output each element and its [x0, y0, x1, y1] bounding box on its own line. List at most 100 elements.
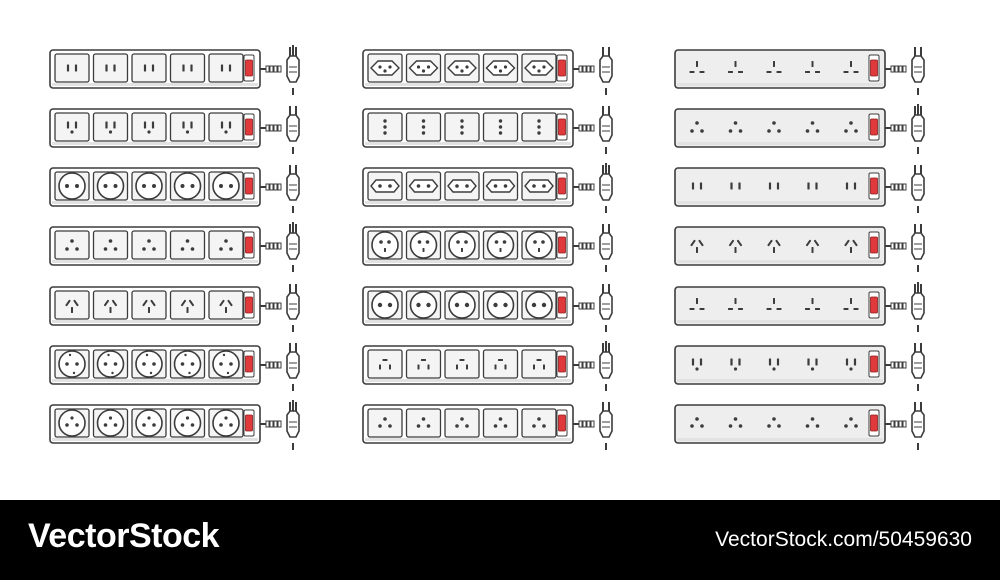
outlet-socket — [173, 350, 202, 378]
outlet-socket — [421, 119, 426, 135]
outlet-socket — [182, 64, 193, 72]
plug-icon — [573, 224, 613, 272]
outlet-socket — [805, 61, 820, 73]
outlet-socket — [689, 61, 705, 73]
power-strip-c3-r5 — [674, 282, 925, 332]
plug-icon — [885, 343, 925, 391]
power-switch — [870, 414, 878, 432]
outlet-socket — [173, 172, 202, 200]
outlet-socket — [416, 417, 431, 428]
outlet-socket — [173, 409, 202, 437]
outlet-socket — [135, 172, 163, 200]
outlet-socket — [378, 417, 392, 428]
power-strip-c2-r1 — [362, 47, 613, 95]
power-switch — [245, 59, 253, 77]
brand-logo-text: VectorStock — [28, 517, 220, 555]
power-strip-c3-r3 — [674, 165, 925, 213]
outlet-socket — [767, 121, 781, 133]
outlet-socket — [456, 359, 468, 370]
outlet-socket — [768, 358, 780, 371]
outlet-socket — [65, 239, 79, 251]
outlet-socket — [690, 121, 704, 133]
outlet-socket — [135, 409, 163, 437]
outlet-socket — [485, 60, 516, 76]
outlet-socket — [525, 291, 553, 319]
power-strip-c2-r5 — [362, 284, 613, 332]
outlet-socket — [383, 119, 387, 135]
outlet-socket — [767, 239, 781, 253]
outlet-socket — [96, 350, 125, 378]
outlet-socket — [58, 350, 86, 378]
outlet-socket — [96, 409, 125, 437]
outlet-socket — [447, 179, 477, 193]
outlet-socket — [219, 239, 233, 251]
plug-icon — [260, 284, 300, 332]
outlet-socket — [142, 299, 156, 313]
plug-icon — [573, 284, 613, 332]
power-switch — [558, 296, 566, 314]
power-strip-c2-r6 — [362, 341, 613, 391]
outlet-socket — [460, 119, 464, 135]
outlet-socket — [845, 182, 857, 190]
outlet-socket — [379, 359, 391, 370]
plug-icon — [260, 222, 300, 272]
plug-icon — [885, 104, 925, 154]
outlet-socket — [728, 417, 743, 428]
plug-icon — [573, 402, 613, 450]
power-switch — [245, 118, 253, 136]
power-strips-illustration — [49, 45, 925, 450]
power-switch — [870, 296, 878, 314]
outlet-socket — [448, 291, 476, 319]
outlet-socket — [486, 291, 515, 319]
power-switch — [870, 118, 878, 136]
power-strip-c2-r3 — [362, 163, 613, 213]
outlet-socket — [408, 179, 439, 193]
outlet-socket — [845, 358, 857, 371]
outlet-socket — [805, 417, 820, 428]
outlet-socket — [220, 64, 232, 72]
outlet-socket — [142, 239, 156, 251]
outlet-socket — [498, 119, 503, 135]
power-strip-c3-r4 — [674, 224, 925, 272]
outlet-socket — [728, 298, 743, 310]
outlet-socket — [220, 121, 232, 134]
outlet-socket — [212, 409, 240, 437]
outlet-socket — [537, 119, 541, 135]
outlet-socket — [805, 121, 820, 133]
outlet-socket — [768, 182, 780, 190]
outlet-socket — [807, 182, 818, 190]
power-switch — [870, 236, 878, 254]
plug-icon — [260, 400, 300, 450]
plug-icon — [885, 224, 925, 272]
outlet-socket — [689, 298, 705, 310]
outlet-socket — [805, 298, 820, 310]
outlet-socket — [691, 182, 703, 190]
power-switch — [870, 355, 878, 373]
outlet-socket — [690, 417, 704, 428]
outlet-socket — [690, 239, 704, 253]
outlet-socket — [143, 64, 155, 72]
outlet-socket — [533, 359, 545, 370]
power-strip-c2-r7 — [362, 402, 613, 450]
power-strip-c3-r6 — [674, 343, 925, 391]
outlet-socket — [730, 358, 741, 371]
outlet-socket — [66, 64, 78, 72]
outlet-socket — [525, 231, 553, 259]
power-switch — [558, 355, 566, 373]
outlet-socket — [494, 359, 507, 370]
outlet-socket — [766, 61, 782, 73]
outlet-socket — [730, 182, 741, 190]
outlet-socket — [417, 359, 430, 370]
power-strip-c3-r2 — [674, 104, 925, 154]
outlet-socket — [58, 409, 86, 437]
outlet-socket — [493, 417, 508, 428]
outlet-socket — [728, 61, 743, 73]
outlet-socket — [143, 121, 155, 134]
outlet-socket — [180, 299, 195, 313]
plug-icon — [260, 343, 300, 391]
plug-icon — [885, 47, 925, 95]
outlet-socket — [767, 417, 781, 428]
outlet-socket — [103, 299, 118, 313]
outlet-socket — [728, 239, 743, 253]
outlet-socket — [447, 60, 477, 76]
